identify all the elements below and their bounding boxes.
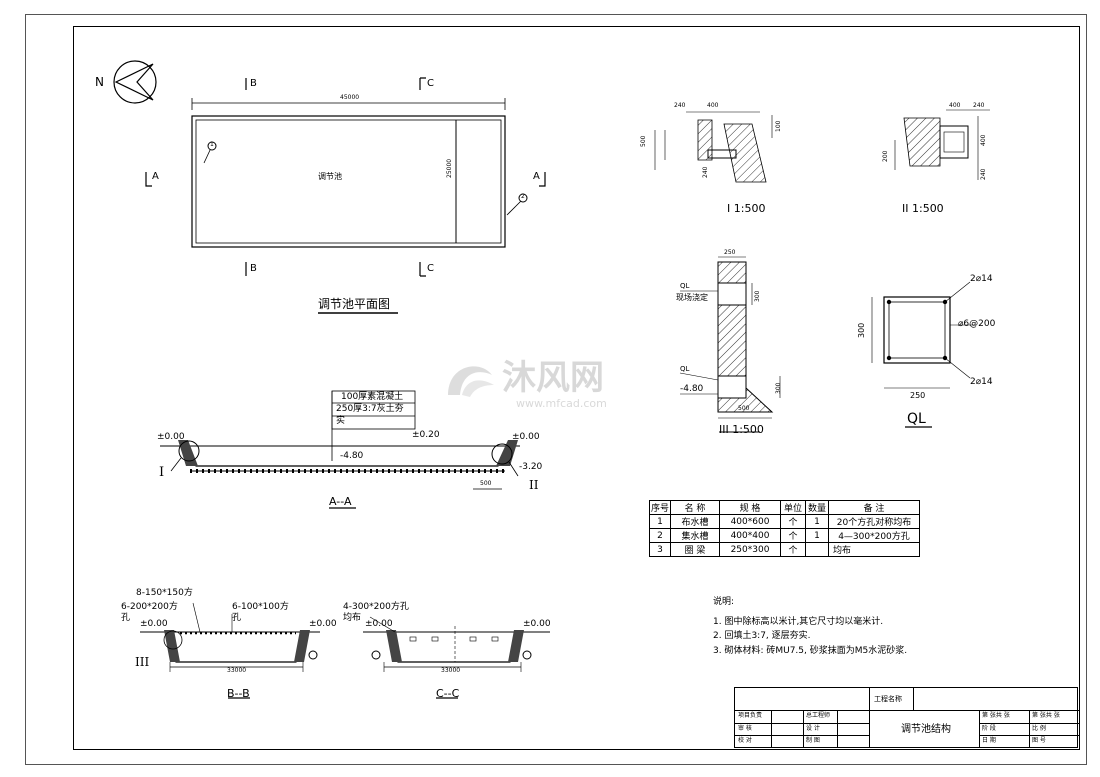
bb-dim: 33000 — [227, 667, 247, 674]
bb-note-2: 6-200*200方 — [121, 602, 178, 612]
notes-item-2: 2. 回填土3:7, 逐层夯实. — [713, 631, 811, 641]
detail-iii-elev: -4.80 — [680, 384, 704, 394]
detail-iii-note: 现场浇定 — [676, 293, 708, 302]
table-cell: 250*300 — [719, 542, 781, 557]
cc-elev-left: ±0.00 — [365, 619, 393, 629]
detail-i-dim-240: 240 — [674, 102, 686, 109]
detail-iii-ql-top: QL — [680, 282, 690, 290]
aa-note-1: 100厚素混凝土 — [341, 392, 404, 402]
table-cell: 圈 梁 — [670, 542, 720, 557]
cc-title: C--C — [436, 687, 460, 700]
detail-iii-ql-bottom: QL — [680, 365, 690, 373]
bb-note-5: 孔 — [232, 613, 242, 623]
bb-title: B--B — [227, 687, 250, 700]
aa-note-3: 实 — [336, 416, 346, 426]
tb-label-check: 校 对 — [738, 737, 752, 744]
detail-ii-dim-400: 400 — [949, 102, 961, 109]
tb-label-review: 审 核 — [738, 725, 752, 732]
tb-sheet-count-2: 第 张共 张 — [1032, 712, 1060, 719]
tb-sheet-count-1: 第 张共 张 — [982, 712, 1010, 719]
ql-dim-w: 250 — [910, 391, 926, 400]
cc-elev-right: ±0.00 — [523, 619, 551, 629]
cc-dim: 33000 — [441, 667, 461, 674]
tb-label-date: 日 期 — [982, 737, 996, 744]
section-mark-a-right: A — [533, 171, 540, 182]
drawing-title: 调节池结构 — [901, 724, 951, 735]
material-table: 序号 名 称 规 格 单位 数量 备 注 1 布水槽 400*600 个 1 2… — [649, 500, 920, 557]
watermark-url: www.mfcad.com — [516, 397, 607, 410]
detail-i-dim-400: 400 — [707, 102, 719, 109]
notes-item-1: 1. 图中除标高以米计,其它尺寸均以毫米计. — [713, 617, 884, 627]
tb-label-design: 设 计 — [806, 725, 820, 732]
detail-ii-dim-240: 240 — [973, 102, 985, 109]
ql-rebar-top: 2⌀14 — [970, 274, 993, 284]
table-row: 1 布水槽 400*600 个 1 20个方孔对称均布 — [649, 514, 920, 529]
outer-frame — [25, 14, 1087, 765]
table-cell: 3 — [649, 542, 671, 557]
tb-label-scale: 比 例 — [1032, 725, 1046, 732]
aa-detail-i: I — [159, 465, 165, 480]
aa-title: A--A — [329, 495, 352, 508]
table-cell: 均布 — [828, 542, 920, 557]
tb-label-chief-engineer: 总工程师 — [806, 712, 831, 719]
notes-heading: 说明: — [713, 597, 735, 607]
plan-title: 调节池平面图 — [318, 297, 391, 311]
notes-item-3: 3. 砌体材料: 砖MU7.5, 砂浆抹面为M5水泥砂浆. — [713, 646, 908, 656]
tb-label-stage: 阶 段 — [982, 725, 996, 732]
cc-note-1: 4-300*200方孔 — [343, 602, 409, 612]
callout-2: 2 — [521, 193, 525, 200]
detail-ii-label: II 1:500 — [902, 202, 944, 215]
aa-elev-right: ±0.00 — [512, 432, 540, 442]
tb-label-drawing-no: 图 号 — [1032, 737, 1046, 744]
plan-length-dim: 45000 — [340, 94, 360, 101]
bb-elev-right: ±0.00 — [309, 619, 337, 629]
section-mark-a-left: A — [152, 171, 159, 182]
table-row: 3 圈 梁 250*300 个 均布 — [649, 542, 920, 557]
section-mark-c-top: C — [427, 78, 434, 89]
aa-elev-right-low: -3.20 — [519, 462, 543, 472]
callout-1: 1 — [210, 141, 214, 148]
detail-iii-label: III 1:500 — [719, 423, 764, 436]
pool-label: 调节池 — [318, 172, 342, 181]
aa-note-2: 250厚3:7灰土夯 — [336, 404, 404, 414]
ql-stirrup: ⌀6@200 — [958, 319, 996, 329]
title-block: 工程名称 调节池结构 项目负责 审 核 校 对 总工程师 设 计 制 图 第 张… — [734, 687, 1079, 748]
bb-note-3: 孔 — [121, 613, 131, 623]
north-arrow-icon — [113, 60, 157, 104]
watermark-logo-icon — [448, 366, 494, 397]
section-mark-b-top: B — [250, 78, 257, 89]
ql-rebar-bottom: 2⌀14 — [970, 377, 993, 387]
bb-note-1: 8-150*150方 — [136, 588, 193, 598]
detail-iii-dim-500: 500 — [738, 405, 750, 412]
bb-detail: III — [135, 655, 150, 669]
tb-label-project-lead: 项目负责 — [738, 712, 763, 719]
aa-dim-500: 500 — [480, 480, 492, 487]
bb-note-4: 6-100*100方 — [232, 602, 289, 612]
cc-note-2: 均布 — [343, 613, 362, 623]
project-name-label: 工程名称 — [874, 695, 902, 703]
section-mark-c-bottom: C — [427, 263, 434, 274]
aa-elev-bottom: -4.80 — [340, 451, 364, 461]
aa-elev-mid: ±0.20 — [412, 430, 440, 440]
detail-iii-dim-250: 250 — [724, 249, 736, 256]
watermark-brand: 沐风网 — [502, 358, 604, 398]
ql-title: QL — [907, 411, 926, 427]
drawing-frame — [73, 26, 1080, 750]
aa-detail-ii: II — [529, 478, 539, 492]
bb-elev-left: ±0.00 — [140, 619, 168, 629]
aa-elev-left: ±0.00 — [157, 432, 185, 442]
detail-i-label: I 1:500 — [727, 202, 766, 215]
table-row: 2 集水槽 400*400 个 1 4—300*200方孔 — [649, 528, 920, 543]
section-mark-b-bottom: B — [250, 263, 257, 274]
north-label: N — [95, 75, 104, 89]
tb-label-draft: 制 图 — [806, 737, 820, 744]
